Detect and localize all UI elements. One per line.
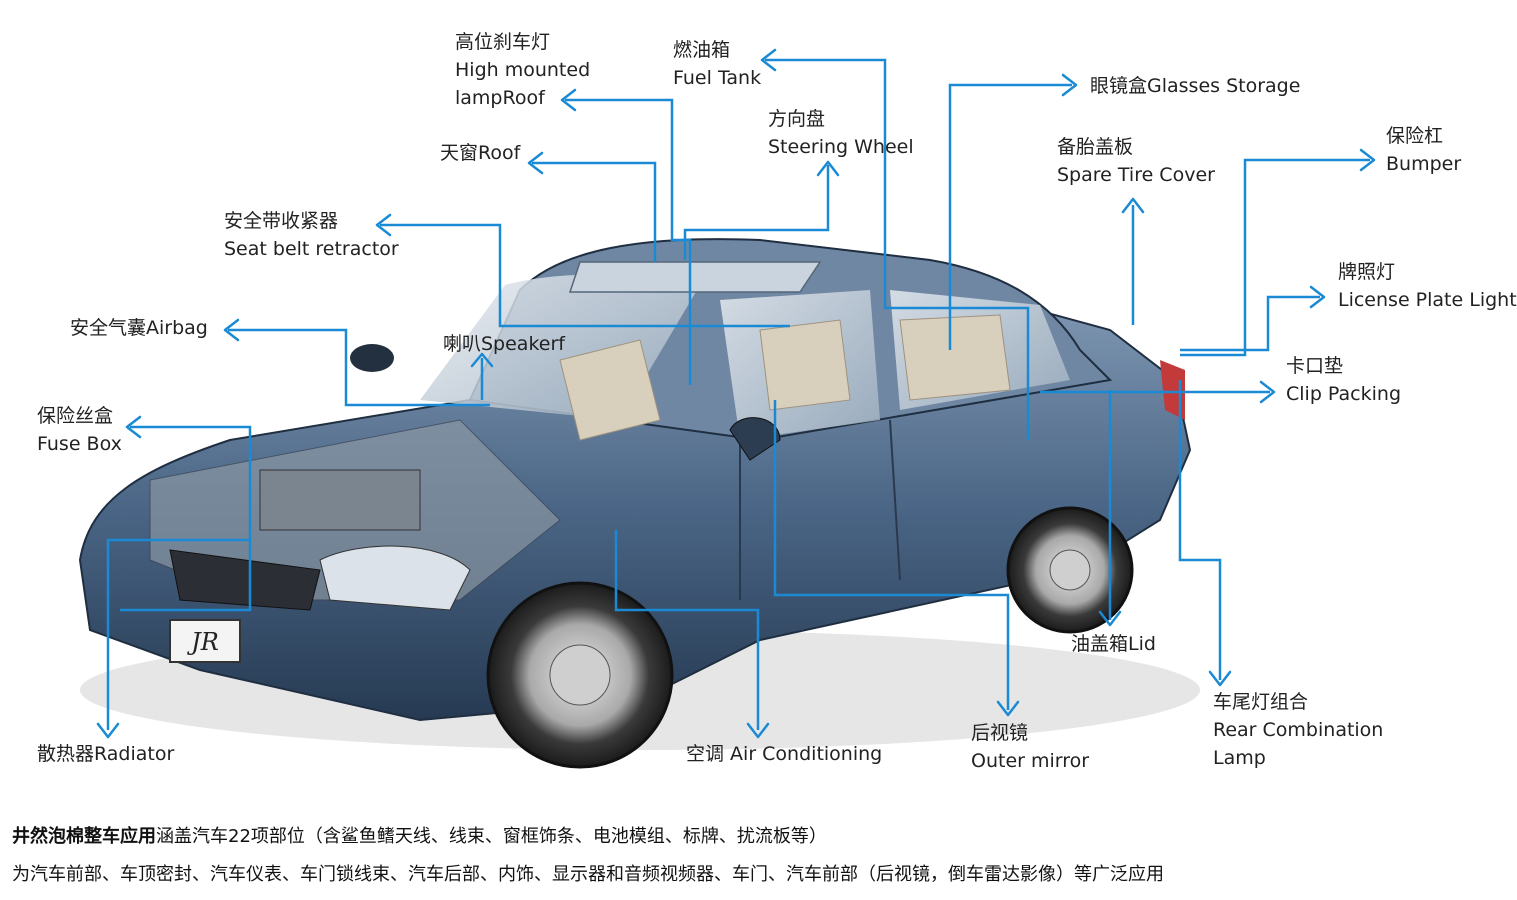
arrow-bumper	[1359, 148, 1376, 172]
arrow-airbag	[223, 318, 240, 342]
label-lid: 油盖箱Lid	[1071, 633, 1156, 655]
leader-bumper	[1180, 158, 1370, 357]
leader-high-mounted	[565, 98, 692, 385]
label-air-conditioning: 空调 Air Conditioning	[686, 743, 883, 765]
label-roof: 天窗Roof	[440, 142, 521, 164]
label-rear-combination-lamp: 车尾灯组合 Rear Combination Lamp	[1213, 691, 1384, 769]
label-fuel-tank: 燃油箱 Fuel Tank	[673, 39, 762, 89]
arrow-aircon	[746, 722, 770, 739]
label-outer-mirror: 后视镜 Outer mirror	[971, 722, 1090, 772]
leader-lines	[106, 58, 1370, 730]
label-clip-packing: 卡口垫 Clip Packing	[1286, 355, 1402, 405]
leader-mirror	[773, 400, 1010, 710]
leader-radiator	[106, 538, 250, 730]
label-license-plate-light: 牌照灯 License Plate Light	[1338, 261, 1517, 311]
arrow-license	[1309, 285, 1326, 309]
arrow-fuel-tank	[760, 48, 777, 72]
arrow-seatbelt	[375, 213, 392, 237]
arrow-mirror	[996, 700, 1020, 717]
arrow-lid	[1098, 610, 1122, 627]
label-high-mounted: 高位刹车灯 High mounted lampRoof	[455, 31, 591, 109]
arrow-glasses	[1061, 73, 1078, 97]
arrow-speaker	[470, 352, 494, 368]
car-body	[78, 238, 1200, 769]
arrow-steering	[816, 160, 840, 177]
arrow-rear-lamp	[1208, 670, 1232, 687]
caption-rest: 涵盖汽车22项部位（含鲨鱼鳍天线、线束、窗框饰条、电池模组、标牌、扰流板等）	[156, 826, 827, 847]
label-spare-tire-cover: 备胎盖板 Spare Tire Cover	[1057, 136, 1215, 186]
label-bumper: 保险杠 Bumper	[1386, 125, 1462, 175]
label-glasses-storage: 眼镜盒Glasses Storage	[1090, 75, 1301, 97]
arrow-fuse	[125, 415, 142, 439]
arrow-clip	[1259, 380, 1276, 404]
label-speaker: 喇叭Speakerf	[443, 333, 565, 355]
leader-aircon	[614, 530, 760, 730]
arrow-roof	[527, 151, 544, 175]
leader-seatbelt	[380, 223, 790, 328]
label-airbag: 安全气囊Airbag	[70, 317, 208, 339]
caption-line-2: 为汽车前部、车顶密封、汽车仪表、车门锁线束、汽车后部、内饰、显示器和音频视频器、…	[12, 864, 1164, 885]
leader-license	[1180, 295, 1320, 352]
label-steering-wheel: 方向盘 Steering Wheel	[768, 108, 914, 158]
caption-line-1: 井然泡棉整车应用涵盖汽车22项部位（含鲨鱼鳍天线、线束、窗框饰条、电池模组、标牌…	[12, 822, 827, 848]
leader-airbag	[228, 328, 490, 407]
license-plate-text: JR	[186, 628, 219, 656]
arrow-spare-tire	[1121, 197, 1145, 214]
leader-steering	[683, 165, 830, 260]
caption-bold: 井然泡棉整车应用	[12, 826, 156, 847]
leader-fuel-tank	[765, 58, 1030, 440]
arrowheads	[96, 48, 1376, 739]
arrow-high-mounted	[560, 88, 577, 112]
leader-fuse	[120, 425, 252, 612]
label-seat-belt: 安全带收紧器 Seat belt retractor	[224, 210, 399, 260]
leader-roof	[532, 161, 657, 262]
label-radiator: 散热器Radiator	[37, 743, 175, 765]
leader-rear-lamp	[1178, 380, 1222, 680]
leader-glasses	[948, 83, 1072, 350]
arrow-radiator	[96, 722, 120, 739]
label-fuse-box: 保险丝盒 Fuse Box	[37, 405, 122, 455]
